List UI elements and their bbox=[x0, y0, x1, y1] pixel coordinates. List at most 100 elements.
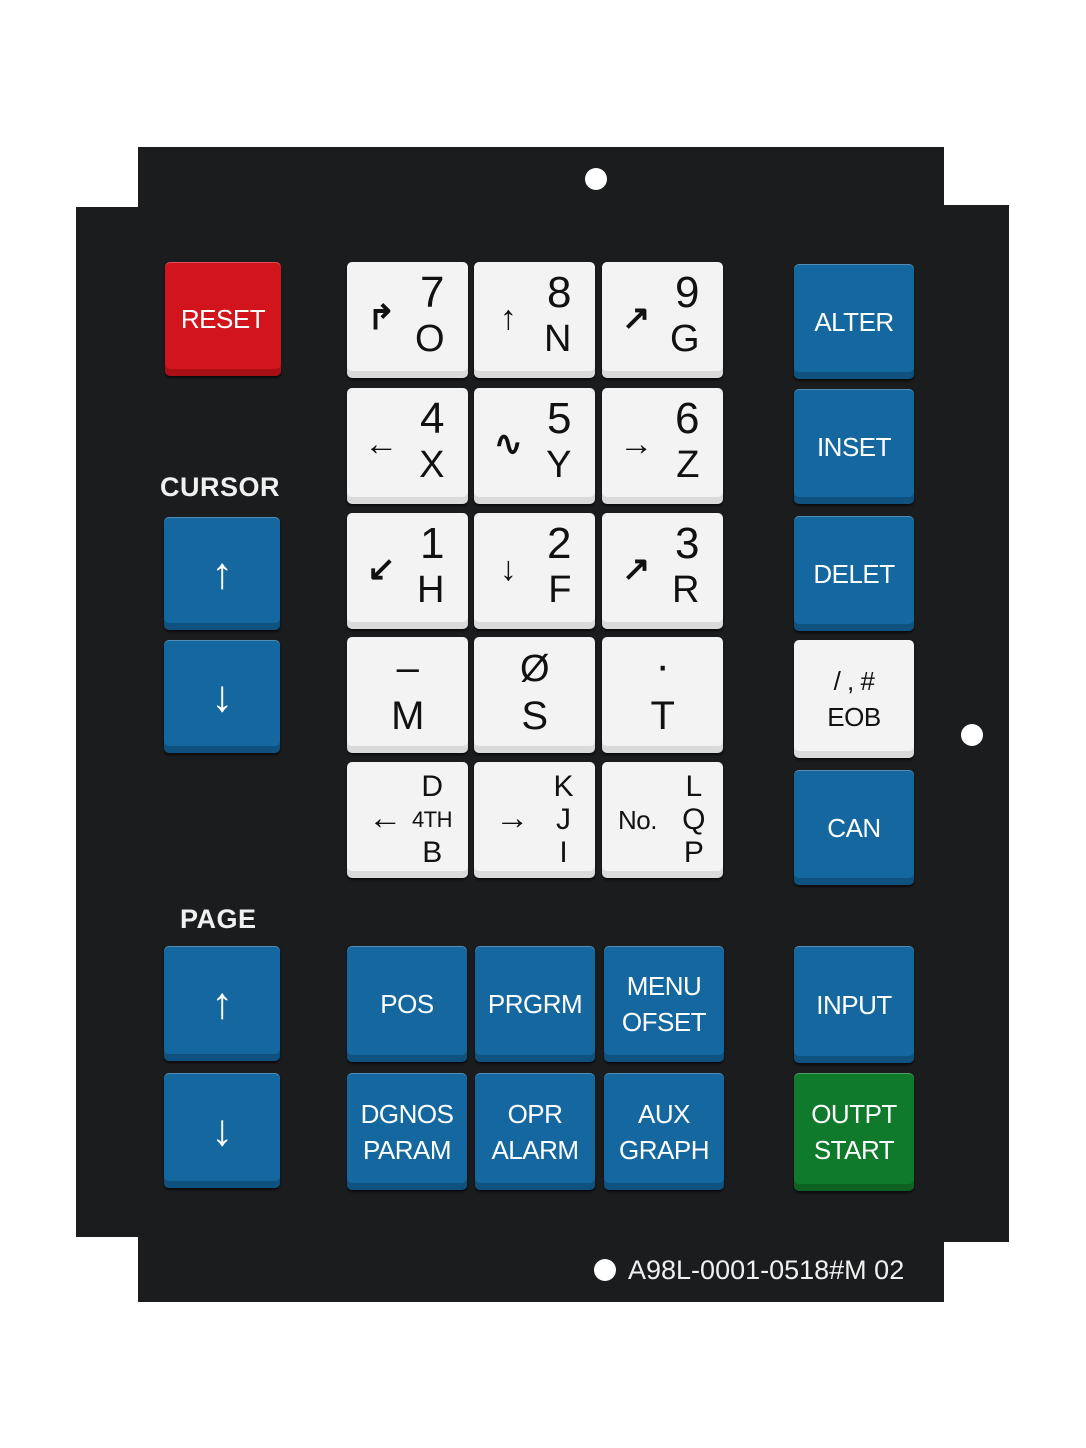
dgnos-label: DGNOS bbox=[360, 1098, 454, 1129]
key-d-letter: D bbox=[421, 770, 443, 803]
eob-symbols: / , # bbox=[833, 666, 875, 696]
left-arrow-icon: ← bbox=[364, 425, 398, 463]
alter-button[interactable]: ALTER bbox=[794, 264, 914, 379]
key-4-letter: X bbox=[419, 444, 444, 486]
key-2[interactable]: ↓ 2 F bbox=[474, 513, 595, 629]
key-3[interactable]: ↗ 3 R bbox=[602, 513, 723, 629]
diagonal-down-left-arrow-icon: ↙ bbox=[367, 550, 396, 588]
aux-graph-button[interactable]: AUX GRAPH bbox=[604, 1073, 724, 1190]
key-4th-label: 4TH bbox=[411, 807, 453, 832]
up-arrow-icon: ↑ bbox=[211, 548, 233, 598]
key-6[interactable]: → 6 Z bbox=[602, 388, 723, 504]
key-7[interactable]: ↱ 7 O bbox=[347, 262, 468, 378]
key-minus-letter: M bbox=[391, 694, 424, 738]
key-dot-symbol: · bbox=[655, 641, 670, 690]
reset-label: RESET bbox=[180, 304, 266, 334]
key-k-j-i[interactable]: → K J I bbox=[474, 762, 595, 878]
mounting-hole-right bbox=[961, 724, 983, 746]
pos-label: POS bbox=[380, 989, 434, 1019]
delet-button[interactable]: DELET bbox=[794, 516, 914, 631]
cursor-label: CURSOR bbox=[160, 472, 281, 502]
key-q-letter: Q bbox=[682, 803, 705, 836]
key-5-letter: Y bbox=[546, 444, 571, 486]
key-k-letter: K bbox=[553, 770, 573, 803]
prgrm-button[interactable]: PRGRM bbox=[475, 946, 595, 1062]
menu-ofset-button[interactable]: MENU OFSET bbox=[604, 946, 724, 1062]
down-arrow-icon: ↓ bbox=[211, 1105, 233, 1155]
up-arrow-icon: ↑ bbox=[211, 978, 233, 1028]
page-down-button[interactable]: ↓ bbox=[164, 1073, 280, 1188]
key-2-digit: 2 bbox=[547, 519, 571, 568]
eob-button[interactable]: / , # EOB bbox=[794, 640, 914, 758]
mounting-hole-bottom bbox=[594, 1259, 616, 1281]
key-1[interactable]: ↙ 1 H bbox=[347, 513, 468, 629]
key-number-prefix: No. bbox=[618, 805, 657, 835]
alter-label: ALTER bbox=[814, 306, 894, 337]
key-3-digit: 3 bbox=[675, 519, 699, 568]
input-button[interactable]: INPUT bbox=[794, 946, 914, 1063]
key-l-q-p-labels: L Q P bbox=[682, 770, 705, 869]
key-5-digit: 5 bbox=[547, 394, 571, 443]
dgnos-param-button[interactable]: DGNOS PARAM bbox=[347, 1073, 467, 1190]
right-arrow-icon: → bbox=[495, 799, 529, 837]
opr-label: OPR bbox=[507, 1098, 563, 1129]
key-4[interactable]: ← 4 X bbox=[347, 388, 468, 504]
key-l-letter: L bbox=[685, 770, 702, 803]
key-2-letter: F bbox=[548, 569, 571, 611]
key-dot[interactable]: · T bbox=[602, 637, 723, 753]
key-minus[interactable]: – M bbox=[347, 637, 468, 753]
eob-label: EOB bbox=[827, 702, 881, 732]
graph-label: GRAPH bbox=[619, 1134, 709, 1165]
delet-label: DELET bbox=[813, 558, 895, 589]
curved-arrow-icon: ↱ bbox=[367, 299, 396, 337]
mounting-hole-top bbox=[585, 168, 607, 190]
left-arrow-icon: ← bbox=[368, 799, 402, 837]
key-minus-symbol: – bbox=[396, 646, 419, 690]
key-zero-digit: Ø bbox=[519, 648, 550, 690]
key-9-letter: G bbox=[669, 318, 700, 360]
key-1-digit: 1 bbox=[420, 519, 444, 568]
key-9[interactable]: ↗ 9 G bbox=[602, 262, 723, 378]
page-label: PAGE bbox=[180, 904, 257, 934]
key-5[interactable]: ∿ 5 Y bbox=[474, 388, 595, 504]
key-zero[interactable]: Ø S bbox=[474, 637, 595, 753]
down-arrow-icon: ↓ bbox=[211, 671, 233, 721]
cursor-down-button[interactable]: ↓ bbox=[164, 640, 280, 753]
down-arrow-icon: ↓ bbox=[499, 550, 517, 588]
key-zero-letter: S bbox=[521, 694, 548, 738]
key-b-letter: B bbox=[422, 836, 442, 869]
key-p-letter: P bbox=[683, 836, 704, 869]
aux-label: AUX bbox=[638, 1098, 690, 1129]
reset-button[interactable]: RESET bbox=[165, 262, 281, 376]
input-label: INPUT bbox=[816, 989, 892, 1020]
key-4-digit: 4 bbox=[420, 394, 444, 443]
key-3-letter: R bbox=[672, 569, 699, 611]
opr-alarm-button[interactable]: OPR ALARM bbox=[475, 1073, 595, 1190]
can-button[interactable]: CAN bbox=[794, 770, 914, 885]
prgrm-label: PRGRM bbox=[487, 989, 583, 1019]
page-up-button[interactable]: ↑ bbox=[164, 946, 280, 1061]
inset-label: INSET bbox=[816, 431, 892, 462]
cursor-up-button[interactable]: ↑ bbox=[164, 517, 280, 630]
part-number: A98L-0001-0518#M 02 bbox=[628, 1255, 905, 1285]
outpt-label: OUTPT bbox=[811, 1099, 897, 1129]
can-label: CAN bbox=[827, 812, 881, 843]
pos-button[interactable]: POS bbox=[347, 946, 467, 1062]
key-i-letter: I bbox=[559, 836, 568, 869]
alarm-label: ALARM bbox=[491, 1134, 579, 1165]
key-8-letter: N bbox=[544, 318, 571, 360]
outpt-start-button[interactable]: OUTPT START bbox=[794, 1073, 914, 1191]
key-d-4th-b-labels: D 4TH B bbox=[411, 770, 453, 869]
key-7-digit: 7 bbox=[420, 268, 444, 317]
zigzag-icon: ∿ bbox=[494, 425, 523, 463]
key-8-digit: 8 bbox=[547, 268, 571, 317]
param-label: PARAM bbox=[362, 1134, 452, 1165]
key-6-letter: Z bbox=[676, 444, 699, 486]
key-6-digit: 6 bbox=[675, 394, 699, 443]
up-arrow-icon: ↑ bbox=[499, 299, 517, 337]
key-d-4th-b[interactable]: ← D 4TH B bbox=[347, 762, 468, 878]
key-8[interactable]: ↑ 8 N bbox=[474, 262, 595, 378]
inset-button[interactable]: INSET bbox=[794, 389, 914, 504]
key-l-q-p[interactable]: No. L Q P bbox=[602, 762, 723, 878]
start-label: START bbox=[813, 1135, 895, 1165]
